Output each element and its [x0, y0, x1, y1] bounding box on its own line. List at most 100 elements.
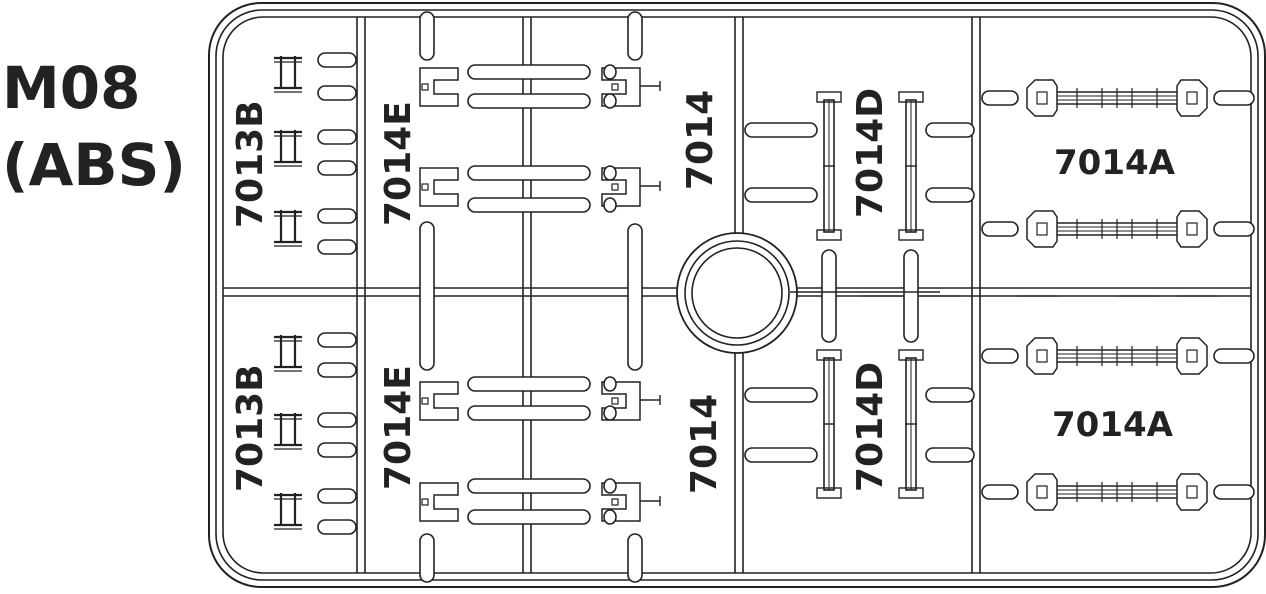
part-7013b — [274, 210, 302, 247]
gate-pill-short — [603, 478, 617, 494]
part-7014e-clip-body — [419, 167, 459, 207]
gate-pill-7013b — [317, 239, 357, 255]
part-7014-clip-pin — [611, 83, 619, 91]
part-7013b — [274, 56, 302, 93]
part-7014d-rail-cap — [816, 229, 842, 241]
labels-group: M08 (ABS) 7013B 7013B 7014E 7014E 7014 7… — [2, 54, 1176, 494]
part-7014a-hinge-plate-left — [1026, 79, 1058, 117]
part-label-7013b-bottom: 7013B — [230, 364, 271, 492]
part-7014e-clip-pin — [421, 397, 429, 405]
part-7014e-clip-pin — [421, 498, 429, 506]
gate-pill-7014d-left — [744, 387, 818, 403]
part-7014a-hinge — [1026, 79, 1208, 117]
gate-pill-7013b — [317, 160, 357, 176]
part-7014-clip — [601, 482, 641, 522]
gate-pill-long — [467, 197, 591, 213]
gate-pill-7014a-left — [981, 221, 1019, 237]
part-7014d-rail-cap — [898, 229, 924, 241]
gate-pill-7014d-right — [925, 187, 975, 203]
part-label-7014a-bottom: 7014A — [1052, 405, 1174, 445]
gate-pill-7014d — [821, 249, 837, 343]
frame-group — [208, 2, 1266, 588]
part-7014a-hinge-plate-left — [1026, 210, 1058, 248]
gate-pill-7014a-right — [1213, 221, 1255, 237]
gate-pill-7013b — [317, 488, 357, 504]
part-7014d-rail-cap — [816, 349, 842, 361]
part-7014e-clip — [419, 482, 459, 522]
gate-pill-7013b — [317, 332, 357, 348]
gate-pill-long — [467, 376, 591, 392]
center-boss-middle — [684, 240, 790, 346]
part-7014e-clip — [419, 167, 459, 207]
part-7013b — [274, 493, 302, 530]
part-7014d-rail-cap — [816, 91, 842, 103]
part-7014d-rail-cap — [816, 487, 842, 499]
center-boss-outer — [676, 232, 798, 354]
part-7014a-hinge-hole — [1186, 222, 1198, 236]
part-label-7014e-top: 7014E — [378, 101, 419, 226]
part-7014d-rail-cap — [898, 91, 924, 103]
part-7014-clip-pin — [611, 183, 619, 191]
part-7014e-clip-body — [419, 67, 459, 107]
parts-group — [274, 11, 1255, 583]
part-label-7014-top: 7014 — [680, 90, 721, 190]
gate-pill-7014a-left — [981, 484, 1019, 500]
part-7014d-rail — [816, 91, 842, 241]
gate-pill-short — [603, 165, 617, 181]
outer-frame-outer — [208, 2, 1266, 588]
gate-pill-7014d-left — [744, 187, 818, 203]
part-7014d-rail — [898, 91, 924, 241]
sprue-title-line2: (ABS) — [2, 131, 186, 199]
part-label-7014e-bottom: 7014E — [378, 365, 419, 490]
gate-pill-long — [467, 93, 591, 109]
part-7014-clip-body — [601, 67, 641, 107]
part-7014a-hinge — [1026, 473, 1208, 511]
gate-pill-7013b — [317, 85, 357, 101]
gate-pill-long — [467, 64, 591, 80]
part-7014a-hinge-hole — [1186, 349, 1198, 363]
part-7014e-clip-body — [419, 381, 459, 421]
gate-pill-7014d-left — [744, 447, 818, 463]
gate-pill-short — [603, 64, 617, 80]
part-7014a-hinge-hole — [1186, 485, 1198, 499]
part-7014a-hinge-plate-right — [1176, 210, 1208, 248]
gate-pill-vertical — [419, 11, 435, 61]
gate-pill-7013b — [317, 52, 357, 68]
gate-pill-7014d-right — [925, 122, 975, 138]
part-7014e-clip — [419, 67, 459, 107]
gate-pill-7013b — [317, 208, 357, 224]
gate-pill-vertical — [419, 221, 435, 371]
part-label-7014d-top: 7014D — [850, 88, 891, 218]
part-7014a-hinge-plate-right — [1176, 79, 1208, 117]
part-7014-clip-pin — [611, 397, 619, 405]
gate-pill-long — [467, 165, 591, 181]
part-label-7014-bottom: 7014 — [684, 394, 725, 494]
gate-pill-7013b — [317, 442, 357, 458]
part-7014-clip-pin — [611, 498, 619, 506]
gate-pill-7014d-right — [925, 387, 975, 403]
part-7014a-hinge-plate-left — [1026, 337, 1058, 375]
part-7014a-hinge-hole — [1036, 485, 1048, 499]
gate-pill-7013b — [317, 362, 357, 378]
gate-pill-vertical — [419, 533, 435, 583]
part-7014a-hinge-plate-right — [1176, 473, 1208, 511]
gate-pill-7014a-right — [1213, 484, 1255, 500]
gate-pill-short — [603, 376, 617, 392]
part-7014d-rail-cap — [898, 349, 924, 361]
part-7014e-clip-body — [419, 482, 459, 522]
part-7014-clip — [601, 67, 641, 107]
gate-pill-vertical — [627, 533, 643, 583]
part-7014a-hinge-hole — [1036, 91, 1048, 105]
part-7014a-hinge-hole — [1036, 222, 1048, 236]
gate-pill-7013b — [317, 412, 357, 428]
part-7014a-hinge — [1026, 337, 1208, 375]
gate-pill-7014d-right — [925, 447, 975, 463]
gate-pill-short — [603, 405, 617, 421]
gate-pill-long — [467, 509, 591, 525]
gate-pill-7014a-right — [1213, 348, 1255, 364]
gate-pill-short — [603, 509, 617, 525]
sprue-title-line1: M08 — [2, 54, 140, 122]
part-7014-clip — [601, 167, 641, 207]
